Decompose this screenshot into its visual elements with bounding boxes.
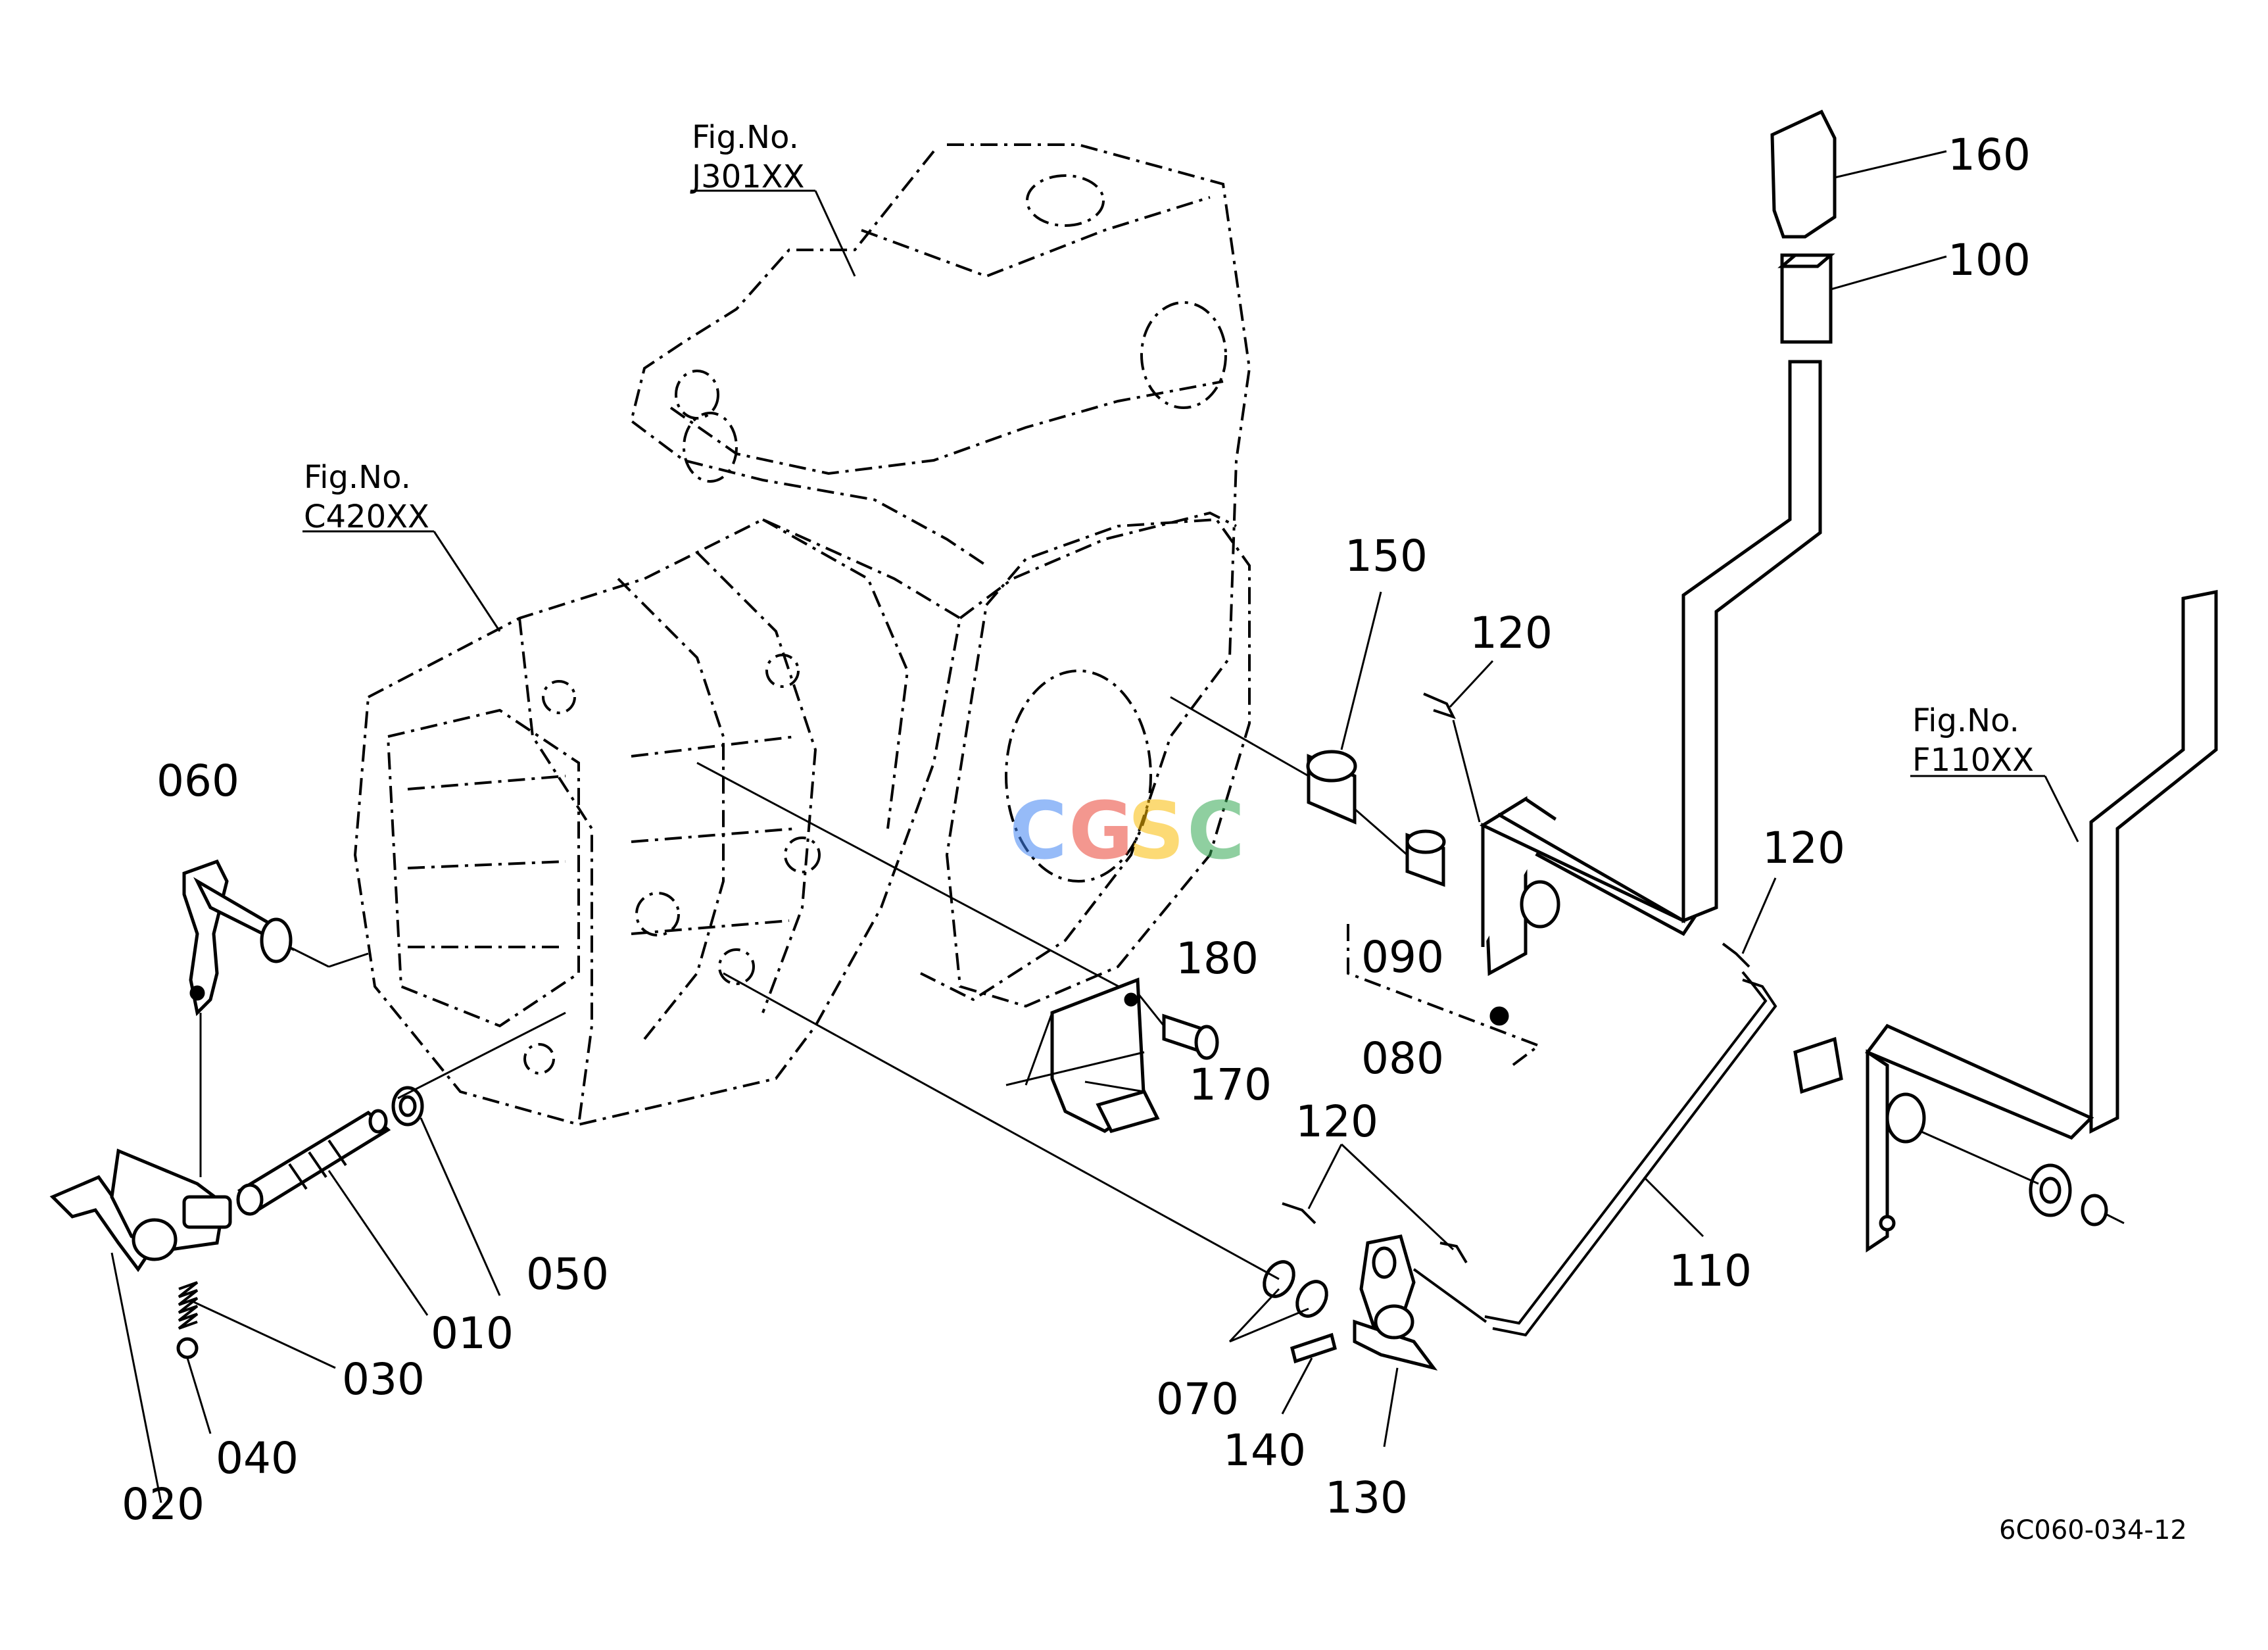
part-label-080: 080 (1361, 1033, 1444, 1084)
part-label-040: 040 (216, 1433, 299, 1484)
cotter-pin-120-d (1439, 1242, 1468, 1264)
watermark-letter-2: G (1069, 786, 1134, 877)
leader-lines (186, 150, 2079, 1447)
shift-arm-060 (182, 859, 295, 1017)
fig-ref-code-3: F110XX (1912, 742, 2034, 779)
transmission-housing (353, 143, 1251, 1127)
watermark-letter-3: S (1128, 786, 1184, 877)
rod-110 (1412, 971, 1777, 1337)
fig-ref-title-2: Fig.No. (304, 459, 411, 496)
fig-ref-title-3: Fig.No. (1912, 702, 2019, 739)
part-label-160: 160 (1948, 130, 2031, 180)
cotter-pin-120-b (1722, 942, 1750, 968)
part-label-090: 090 (1361, 932, 1444, 983)
shaft-010 (236, 1109, 391, 1216)
washer-right (2029, 1163, 2072, 1217)
shift-fork-020 (49, 1148, 232, 1273)
watermark-logo: C G S C (1009, 786, 1245, 877)
fig-ref-code-1: J301XX (690, 158, 805, 195)
bracket-170 (1050, 977, 1160, 1133)
spring-030 (178, 1281, 199, 1330)
part-label-070: 070 (1156, 1374, 1239, 1424)
part-label-150: 150 (1345, 531, 1428, 581)
collar-090 (1405, 829, 1446, 887)
cotter-pin-120-a (1423, 692, 1456, 719)
cotter-pin-120-c (1282, 1202, 1316, 1225)
ball-040 (176, 1337, 199, 1359)
snap-ring-right (2081, 1194, 2108, 1226)
part-label-030: 030 (342, 1354, 425, 1405)
grip-100 (1777, 253, 1835, 344)
fig-ref-code-2: C420XX (304, 498, 429, 535)
right-bracket (1793, 589, 2218, 1253)
part-label-120-c: 120 (1295, 1096, 1378, 1147)
bolt-180 (1162, 1013, 1219, 1060)
part-label-010: 010 (431, 1308, 514, 1359)
lever-130 (1353, 1234, 1438, 1371)
part-label-120-b: 120 (1762, 823, 1845, 873)
knob-160 (1770, 109, 1837, 239)
watermark-letter-1: C (1009, 786, 1067, 877)
pin-140 (1290, 1332, 1337, 1364)
part-label-100: 100 (1948, 235, 2031, 285)
part-label-110: 110 (1669, 1246, 1752, 1296)
part-label-180: 180 (1176, 933, 1259, 984)
part-label-050: 050 (526, 1249, 609, 1299)
bushing-150 (1306, 750, 1357, 825)
watermark-letter-4: C (1187, 786, 1245, 877)
o-rings-070 (1263, 1260, 1328, 1318)
part-label-020: 020 (122, 1479, 205, 1530)
part-label-130: 130 (1325, 1472, 1408, 1523)
fig-ref-title-1: Fig.No. (692, 119, 799, 156)
drawing-number: 6C060-034-12 (1999, 1515, 2187, 1545)
part-label-140: 140 (1223, 1425, 1306, 1476)
part-label-120-a: 120 (1470, 608, 1553, 658)
shift-lever-100 (1481, 360, 1822, 947)
part-label-060: 060 (157, 756, 239, 806)
part-label-170: 170 (1189, 1059, 1272, 1110)
